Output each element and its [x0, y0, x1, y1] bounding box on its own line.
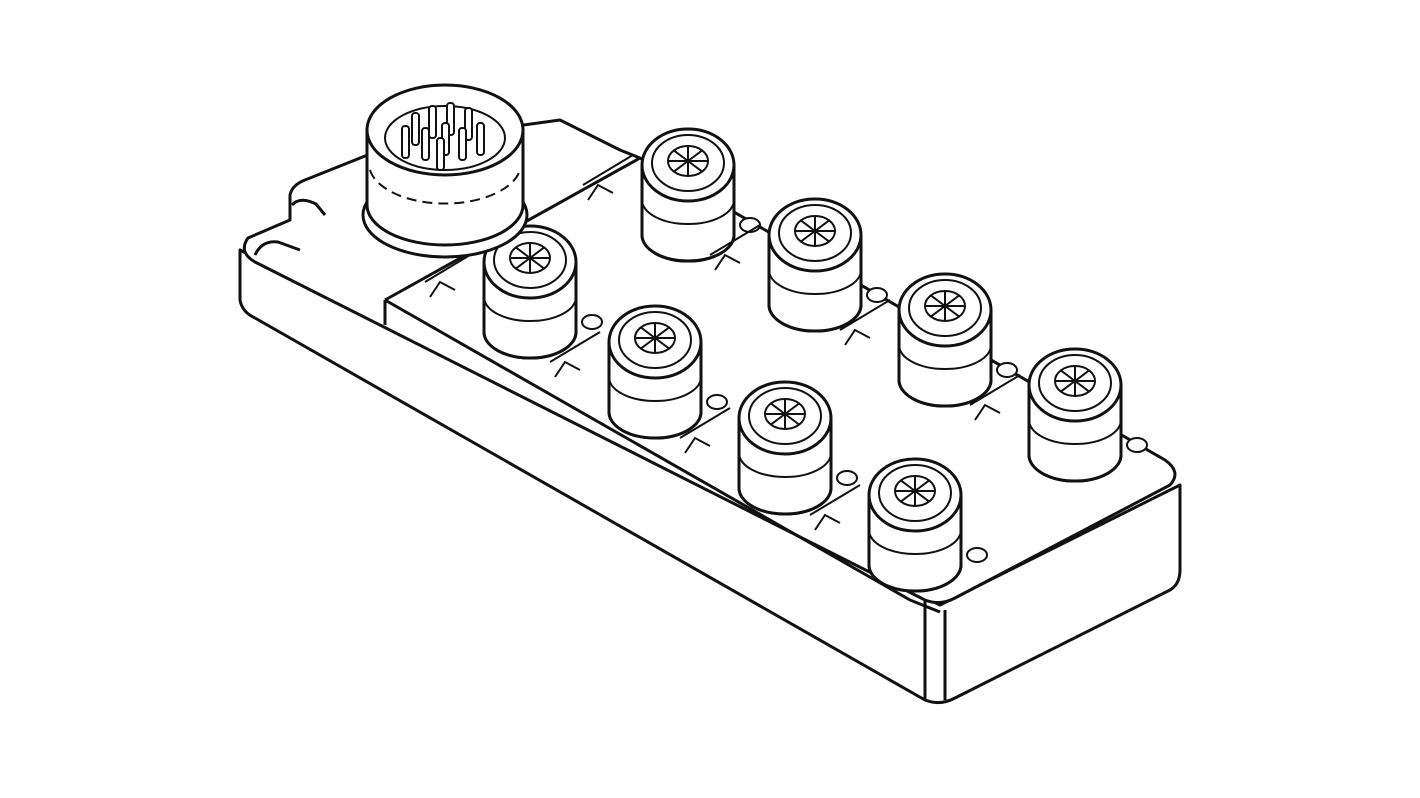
mounting-tab [253, 198, 327, 256]
port-led [996, 362, 1018, 378]
port-socket [582, 127, 761, 263]
port-pin [770, 402, 786, 415]
plug-pin [428, 105, 437, 139]
port-pin [1074, 380, 1090, 393]
port-slot [809, 484, 861, 531]
port-pin [673, 160, 689, 173]
port-pin [515, 257, 531, 270]
port-pin [814, 219, 830, 232]
port-pin [944, 294, 960, 307]
port-pin [1060, 369, 1076, 382]
port-slot [549, 331, 601, 378]
port-pin [515, 246, 531, 259]
port-ring [738, 452, 832, 478]
port-pin [770, 413, 786, 426]
port-led [1126, 437, 1148, 453]
port-pin [800, 219, 816, 232]
port-ring [768, 269, 862, 295]
port-pin [673, 149, 689, 162]
port-socket [969, 347, 1148, 483]
port-pin [654, 337, 670, 350]
plug-pin [401, 125, 410, 159]
port-pin [687, 149, 703, 162]
port-pin [687, 160, 703, 173]
plug-pin [421, 127, 430, 161]
port-led [836, 470, 858, 486]
port-led [706, 394, 728, 410]
port-pin [944, 305, 960, 318]
plug-pin [476, 122, 485, 156]
port-slot [839, 299, 891, 346]
port-pin [930, 305, 946, 318]
port-pin [529, 246, 545, 259]
plug-dashed-ring [369, 169, 521, 205]
port-pin [784, 402, 800, 415]
port-pin [1074, 369, 1090, 382]
port-socket [709, 197, 888, 333]
port-socket [679, 380, 858, 516]
port-pin [529, 257, 545, 270]
port-pin [654, 326, 670, 339]
port-led [866, 287, 888, 303]
port-socket [839, 272, 1018, 408]
port-pin [1060, 380, 1076, 393]
port-pin [640, 326, 656, 339]
plug-pins [401, 102, 485, 171]
port-led [581, 314, 603, 330]
main-plug [361, 83, 529, 259]
port-pin [900, 490, 916, 503]
plug-pin [411, 112, 420, 146]
port-pin [800, 230, 816, 243]
port-pin [784, 413, 800, 426]
port-slot [709, 224, 761, 271]
port-pin [900, 479, 916, 492]
port-pin [640, 337, 656, 350]
port-ring [898, 344, 992, 370]
port-pin [814, 230, 830, 243]
port-slot [679, 407, 731, 454]
plug-pin [458, 127, 467, 161]
port-pin [914, 490, 930, 503]
plug-pin [436, 137, 445, 171]
housing-side-face [238, 248, 1182, 705]
port-socket [809, 457, 988, 593]
port-pin [914, 479, 930, 492]
port-led [966, 547, 988, 563]
port-slot [582, 154, 634, 201]
port-ring [641, 199, 735, 225]
port-slot [969, 374, 1021, 421]
port-ring [1028, 419, 1122, 445]
port-socket [424, 224, 603, 360]
port-pin [930, 294, 946, 307]
port-ring [483, 296, 577, 322]
port-ring [608, 376, 702, 402]
port-socket [549, 304, 728, 440]
port-ring [868, 529, 962, 555]
